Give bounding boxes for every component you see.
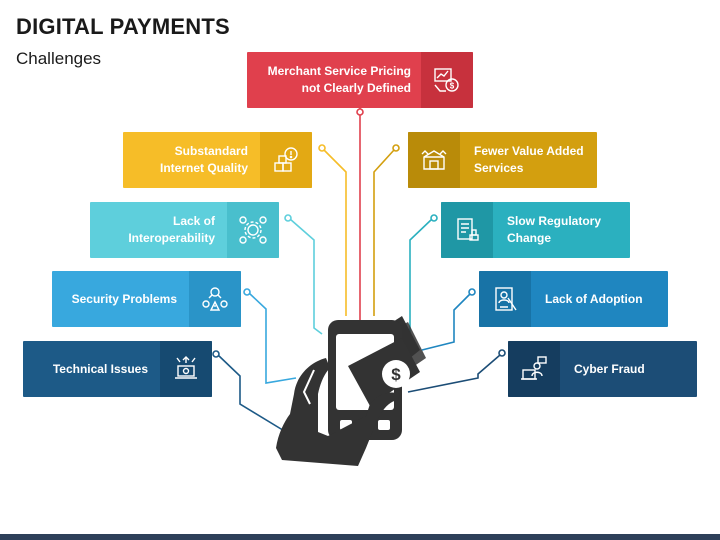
item-label: Substandard Internet Quality xyxy=(159,144,248,175)
item-label: Lack of Interoperability xyxy=(128,214,215,245)
item-lack-of-interoperability: Lack of Interoperability xyxy=(90,202,279,258)
item-slow-regulatory-change: Slow Regulatory Change xyxy=(441,202,630,258)
document-stamp-icon xyxy=(441,202,493,258)
item-label: Slow Regulatory Change xyxy=(507,214,602,245)
item-lack-of-adoption: Lack of Adoption xyxy=(479,271,668,327)
security-network-icon xyxy=(189,271,241,327)
item-label: Cyber Fraud xyxy=(574,361,645,376)
bottom-bar xyxy=(0,534,720,540)
item-label: Lack of Adoption xyxy=(545,291,643,306)
service-box-icon xyxy=(408,132,460,188)
item-label: Merchant Service Pricing not Clearly Def… xyxy=(267,64,411,95)
item-substandard-internet: Substandard Internet Quality xyxy=(123,132,312,188)
user-card-icon xyxy=(479,271,531,327)
page-subtitle: Challenges xyxy=(16,49,102,68)
gears-icon xyxy=(227,202,279,258)
item-fewer-value-services: Fewer Value Added Services xyxy=(408,132,597,188)
hacker-icon xyxy=(508,341,560,397)
item-security-problems: Security Problems xyxy=(52,271,241,327)
hand-phone-money-icon: $ xyxy=(276,316,426,466)
item-cyber-fraud: Cyber Fraud xyxy=(508,341,697,397)
dollar-sign: $ xyxy=(391,365,401,384)
item-label: Security Problems xyxy=(71,291,177,306)
item-label: Fewer Value Added Services xyxy=(474,144,584,175)
laptop-tools-icon xyxy=(160,341,212,397)
item-label: Technical Issues xyxy=(52,361,148,376)
item-technical-issues: Technical Issues xyxy=(23,341,212,397)
svg-text:$: $ xyxy=(450,82,455,91)
item-merchant-service-pricing: Merchant Service Pricing not Clearly Def… xyxy=(247,52,473,108)
page-title: DIGITAL PAYMENTS xyxy=(16,14,230,39)
pricing-chart-icon: $ xyxy=(421,52,473,108)
warning-boxes-icon xyxy=(260,132,312,188)
